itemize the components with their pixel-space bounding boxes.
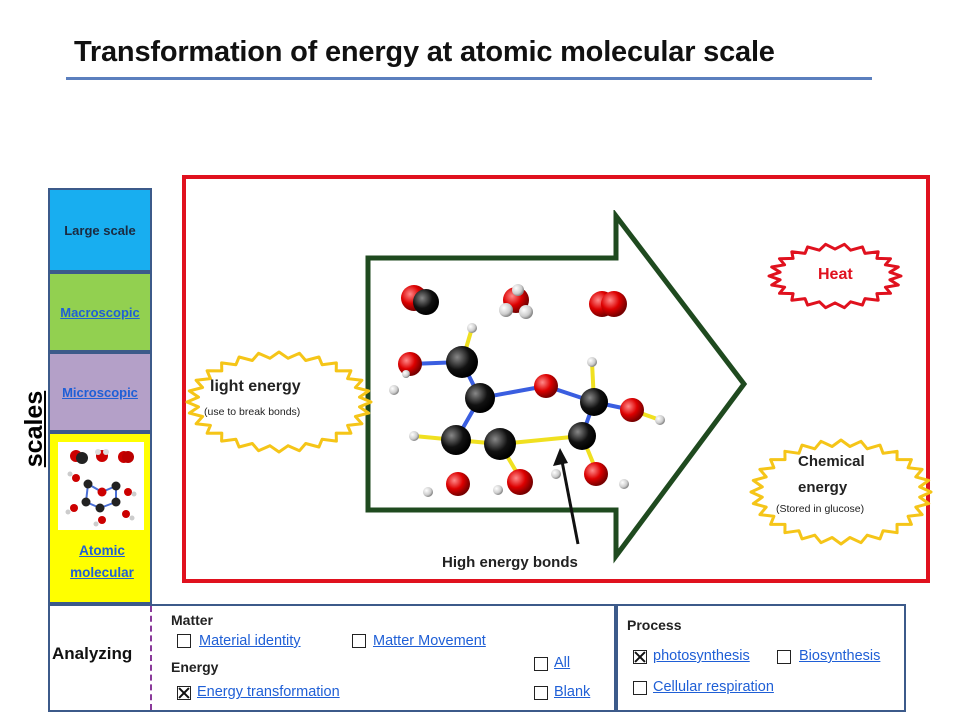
- scale-macroscopic[interactable]: Macroscopic: [48, 272, 152, 352]
- analyzing-divider: [150, 606, 152, 710]
- glucose-molecule-thumbnail: [58, 442, 144, 530]
- light-energy-note: (use to break bonds): [204, 406, 301, 418]
- high-energy-bonds-label: High energy bonds: [442, 554, 578, 571]
- scale-microscopic[interactable]: Microscopic: [48, 352, 152, 432]
- cellular-respiration-link[interactable]: Cellular respiration: [653, 679, 774, 695]
- analyzing-label: Analyzing: [52, 644, 133, 663]
- energy-transformation-checkbox[interactable]: [177, 686, 191, 700]
- o2-molecule: [589, 291, 627, 317]
- material-identity-checkbox[interactable]: [177, 634, 191, 648]
- title-underline: [66, 77, 872, 80]
- all-checkbox[interactable]: [534, 657, 548, 671]
- scale-macroscopic-link[interactable]: Macroscopic: [60, 304, 140, 320]
- biosynthesis-checkbox[interactable]: [777, 650, 791, 664]
- chemical-energy-burst: [749, 438, 933, 546]
- molecule-illustration: [389, 284, 665, 497]
- light-energy-label: light energy: [210, 378, 301, 395]
- page-title: Transformation of energy at atomic molec…: [74, 36, 775, 68]
- matter-movement-link[interactable]: Matter Movement: [373, 633, 486, 649]
- photosynthesis-checkbox[interactable]: [633, 650, 647, 664]
- scale-atomic-molecular-link[interactable]: Atomic molecular: [70, 543, 134, 580]
- water-molecule: [499, 284, 533, 319]
- diagram-frame: [182, 175, 930, 583]
- biosynthesis-link[interactable]: Biosynthesis: [799, 648, 881, 664]
- energy-transformation-link[interactable]: Energy transformation: [197, 684, 340, 700]
- co-molecule: [401, 285, 439, 315]
- analyzing-panel: [48, 604, 616, 712]
- scale-large-label: Large scale: [64, 222, 136, 238]
- matter-movement-checkbox[interactable]: [352, 634, 366, 648]
- chemical-energy-label-line1: Chemical: [798, 453, 865, 470]
- bonds-pointer-arrow: [553, 448, 580, 545]
- process-header: Process: [627, 617, 682, 633]
- light-energy-burst: [185, 350, 373, 454]
- scale-large: Large scale: [48, 188, 152, 272]
- chemical-energy-note: (Stored in glucose): [776, 503, 865, 515]
- scale-atomic-molecular[interactable]: Atomic molecular: [48, 432, 152, 604]
- process-panel: [616, 604, 906, 712]
- heat-burst: [767, 242, 903, 310]
- cellular-respiration-checkbox[interactable]: [633, 681, 647, 695]
- heat-label: Heat: [818, 266, 853, 283]
- chemical-energy-label-line2: energy: [798, 479, 848, 496]
- matter-header: Matter: [171, 612, 214, 628]
- energy-header: Energy: [171, 659, 219, 675]
- material-identity-link[interactable]: Material identity: [199, 633, 301, 649]
- blank-link[interactable]: Blank: [554, 684, 591, 700]
- photosynthesis-link[interactable]: photosynthesis: [653, 648, 750, 664]
- blank-checkbox[interactable]: [534, 686, 548, 700]
- all-link[interactable]: All: [554, 655, 571, 671]
- scale-microscopic-link[interactable]: Microscopic: [62, 384, 138, 400]
